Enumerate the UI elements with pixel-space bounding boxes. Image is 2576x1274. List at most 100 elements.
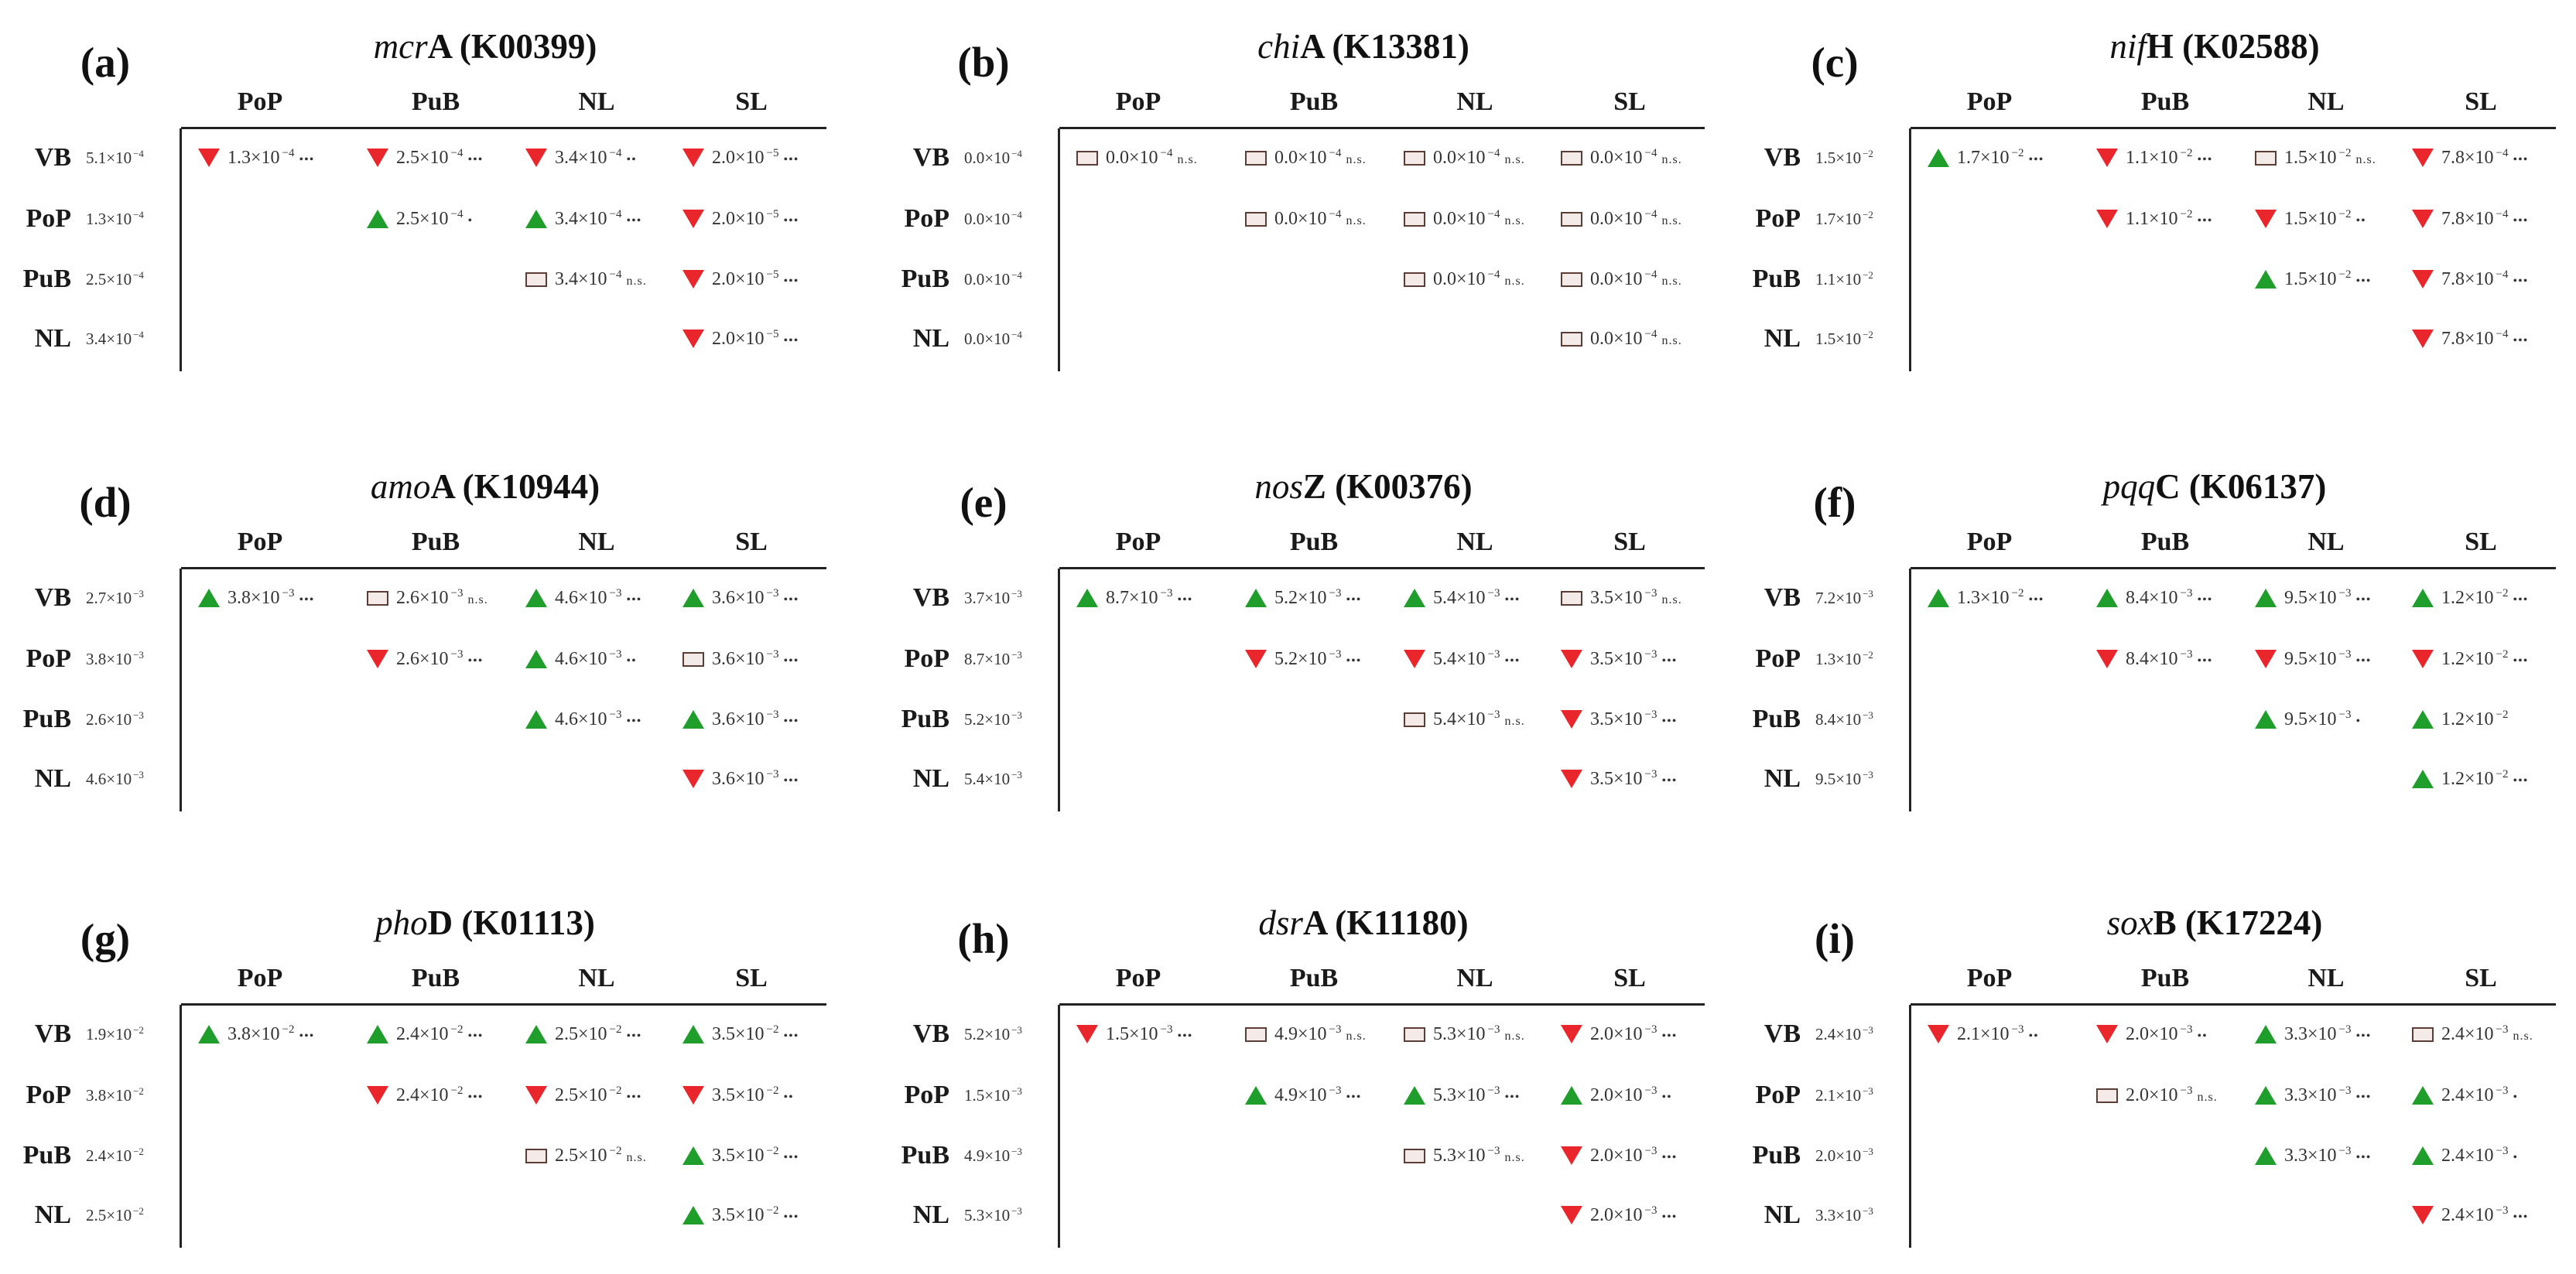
- value-mantissa: 2.0×10: [1590, 1023, 1643, 1044]
- row-label-vb: VB: [912, 143, 949, 172]
- column-header-pop: PoP: [1966, 964, 2013, 992]
- value-exponent: −2: [282, 1023, 295, 1036]
- comparison-cell: 3.5×10−2•••: [682, 1200, 799, 1231]
- comparison-value: 2.0×10−3••: [2126, 1023, 2208, 1045]
- mean-mantissa: 5.3×10: [964, 1206, 1011, 1224]
- significance-mark: n.s.: [1504, 714, 1525, 728]
- mean-mantissa: 2.7×10: [86, 589, 132, 607]
- down-triangle-icon: [367, 1086, 388, 1105]
- comparison-cell: 1.1×10−2•••: [2096, 142, 2212, 173]
- up-triangle-icon: [1404, 589, 1425, 607]
- value-mantissa: 1.3×10: [227, 147, 280, 168]
- column-header-nl: NL: [578, 87, 615, 116]
- comparison-value: 2.0×10−3••: [1590, 1084, 1672, 1106]
- comparison-cell: 3.8×10−3•••: [198, 582, 314, 613]
- comparison-value: 7.8×10−4•••: [2441, 328, 2528, 350]
- significance-mark: n.s.: [1346, 152, 1367, 166]
- value-mantissa: 0.0×10: [1274, 147, 1327, 168]
- panel-title: amoA (K10944): [253, 466, 717, 507]
- significance-mark: •••: [1346, 1090, 1362, 1104]
- down-triangle-icon: [1245, 650, 1267, 668]
- up-triangle-icon: [2096, 589, 2118, 607]
- value-mantissa: 9.5×10: [2284, 587, 2337, 608]
- column-header-sl: SL: [735, 964, 768, 992]
- panel-title: nosZ (K00376): [1131, 466, 1596, 507]
- panel-label: (i): [1815, 915, 1855, 962]
- mean-mantissa: 1.5×10: [964, 1086, 1011, 1105]
- mean-exponent: −2: [133, 1024, 144, 1036]
- comparison-value: 3.3×10−3•••: [2284, 1144, 2372, 1166]
- no-change-box-icon: [682, 651, 704, 667]
- row-label-nl: NL: [1764, 764, 1801, 793]
- comparison-value: 4.6×10−3••: [555, 648, 637, 670]
- mean-mantissa: 8.4×10: [1815, 710, 1862, 729]
- comparison-value: 2.5×10−2•••: [555, 1023, 642, 1045]
- significance-mark: •••: [2355, 274, 2372, 288]
- row-label-nl: NL: [912, 764, 949, 793]
- comparison-cell: 2.1×10−3••: [1928, 1019, 2039, 1050]
- row-label-pub: PuB: [901, 265, 949, 293]
- significance-mark: •••: [2355, 1150, 2372, 1164]
- value-mantissa: 2.4×10: [2441, 1145, 2494, 1166]
- comparison-value: 3.8×10−2•••: [227, 1023, 314, 1045]
- comparison-value: 2.5×10−4•••: [396, 147, 483, 169]
- comparison-value: 3.3×10−3•••: [2284, 1084, 2371, 1106]
- row-label-pop: PoP: [26, 644, 71, 673]
- value-mantissa: 3.4×10: [555, 208, 607, 229]
- comparison-value: 4.6×10−3•••: [555, 709, 641, 730]
- significance-mark: •••: [1504, 593, 1521, 606]
- panel-label: (a): [80, 39, 131, 86]
- no-change-box-icon: [1561, 211, 1582, 227]
- value-mantissa: 1.1×10: [2126, 147, 2178, 168]
- comparison-value: 4.6×10−3•••: [555, 587, 641, 609]
- mean-exponent: −2: [133, 1146, 144, 1157]
- down-triangle-icon: [682, 330, 704, 348]
- row-mean-value: 7.2×10−3: [1815, 582, 1904, 613]
- value-mantissa: 3.6×10: [712, 648, 765, 669]
- row-label-nl: NL: [1764, 1201, 1801, 1229]
- significance-mark: n.s.: [2513, 1029, 2533, 1043]
- comparison-cell: 2.5×10−4•: [367, 203, 473, 234]
- value-exponent: −3: [2338, 1144, 2352, 1157]
- value-exponent: −4: [1644, 207, 1657, 220]
- column-header-sl: SL: [735, 87, 768, 116]
- value-exponent: −3: [766, 767, 779, 780]
- mean-mantissa: 2.0×10: [1815, 1146, 1862, 1165]
- comparison-value: 3.6×10−3•••: [712, 709, 799, 730]
- value-exponent: −2: [2496, 708, 2509, 721]
- comparison-cell: 1.3×10−4•••: [198, 142, 314, 173]
- significance-mark: •••: [1661, 714, 1678, 728]
- table-left-rule: [1058, 128, 1060, 371]
- mean-exponent: −2: [133, 1085, 144, 1097]
- mean-mantissa: 1.9×10: [86, 1025, 132, 1043]
- panel-label: (c): [1811, 39, 1859, 86]
- value-exponent: −2: [766, 1204, 779, 1217]
- up-triangle-icon: [198, 589, 220, 607]
- value-mantissa: 7.8×10: [2441, 147, 2494, 168]
- mean-exponent: −2: [1863, 649, 1873, 661]
- value-mantissa: 1.2×10: [2441, 587, 2494, 608]
- value-exponent: −3: [1160, 586, 1173, 599]
- row-label-pub: PuB: [1752, 265, 1801, 293]
- mean-exponent: −2: [1863, 329, 1873, 340]
- panel-label: (h): [957, 915, 1010, 962]
- value-exponent: −3: [2338, 708, 2352, 721]
- comparison-cell: 5.2×10−3•••: [1245, 582, 1361, 613]
- down-triangle-icon: [1561, 770, 1582, 788]
- significance-mark: •••: [626, 1029, 642, 1043]
- mean-mantissa: 4.9×10: [964, 1146, 1011, 1165]
- value-mantissa: 0.0×10: [1590, 268, 1643, 289]
- no-change-box-icon: [1561, 590, 1582, 606]
- value-mantissa: 4.9×10: [1274, 1084, 1327, 1105]
- comparison-value: 1.5×10−3•••: [1106, 1023, 1192, 1045]
- value-mantissa: 5.3×10: [1433, 1023, 1486, 1044]
- row-label-vb: VB: [1764, 583, 1801, 612]
- no-change-box-icon: [2412, 1026, 2434, 1042]
- mean-mantissa: 7.2×10: [1815, 589, 1862, 607]
